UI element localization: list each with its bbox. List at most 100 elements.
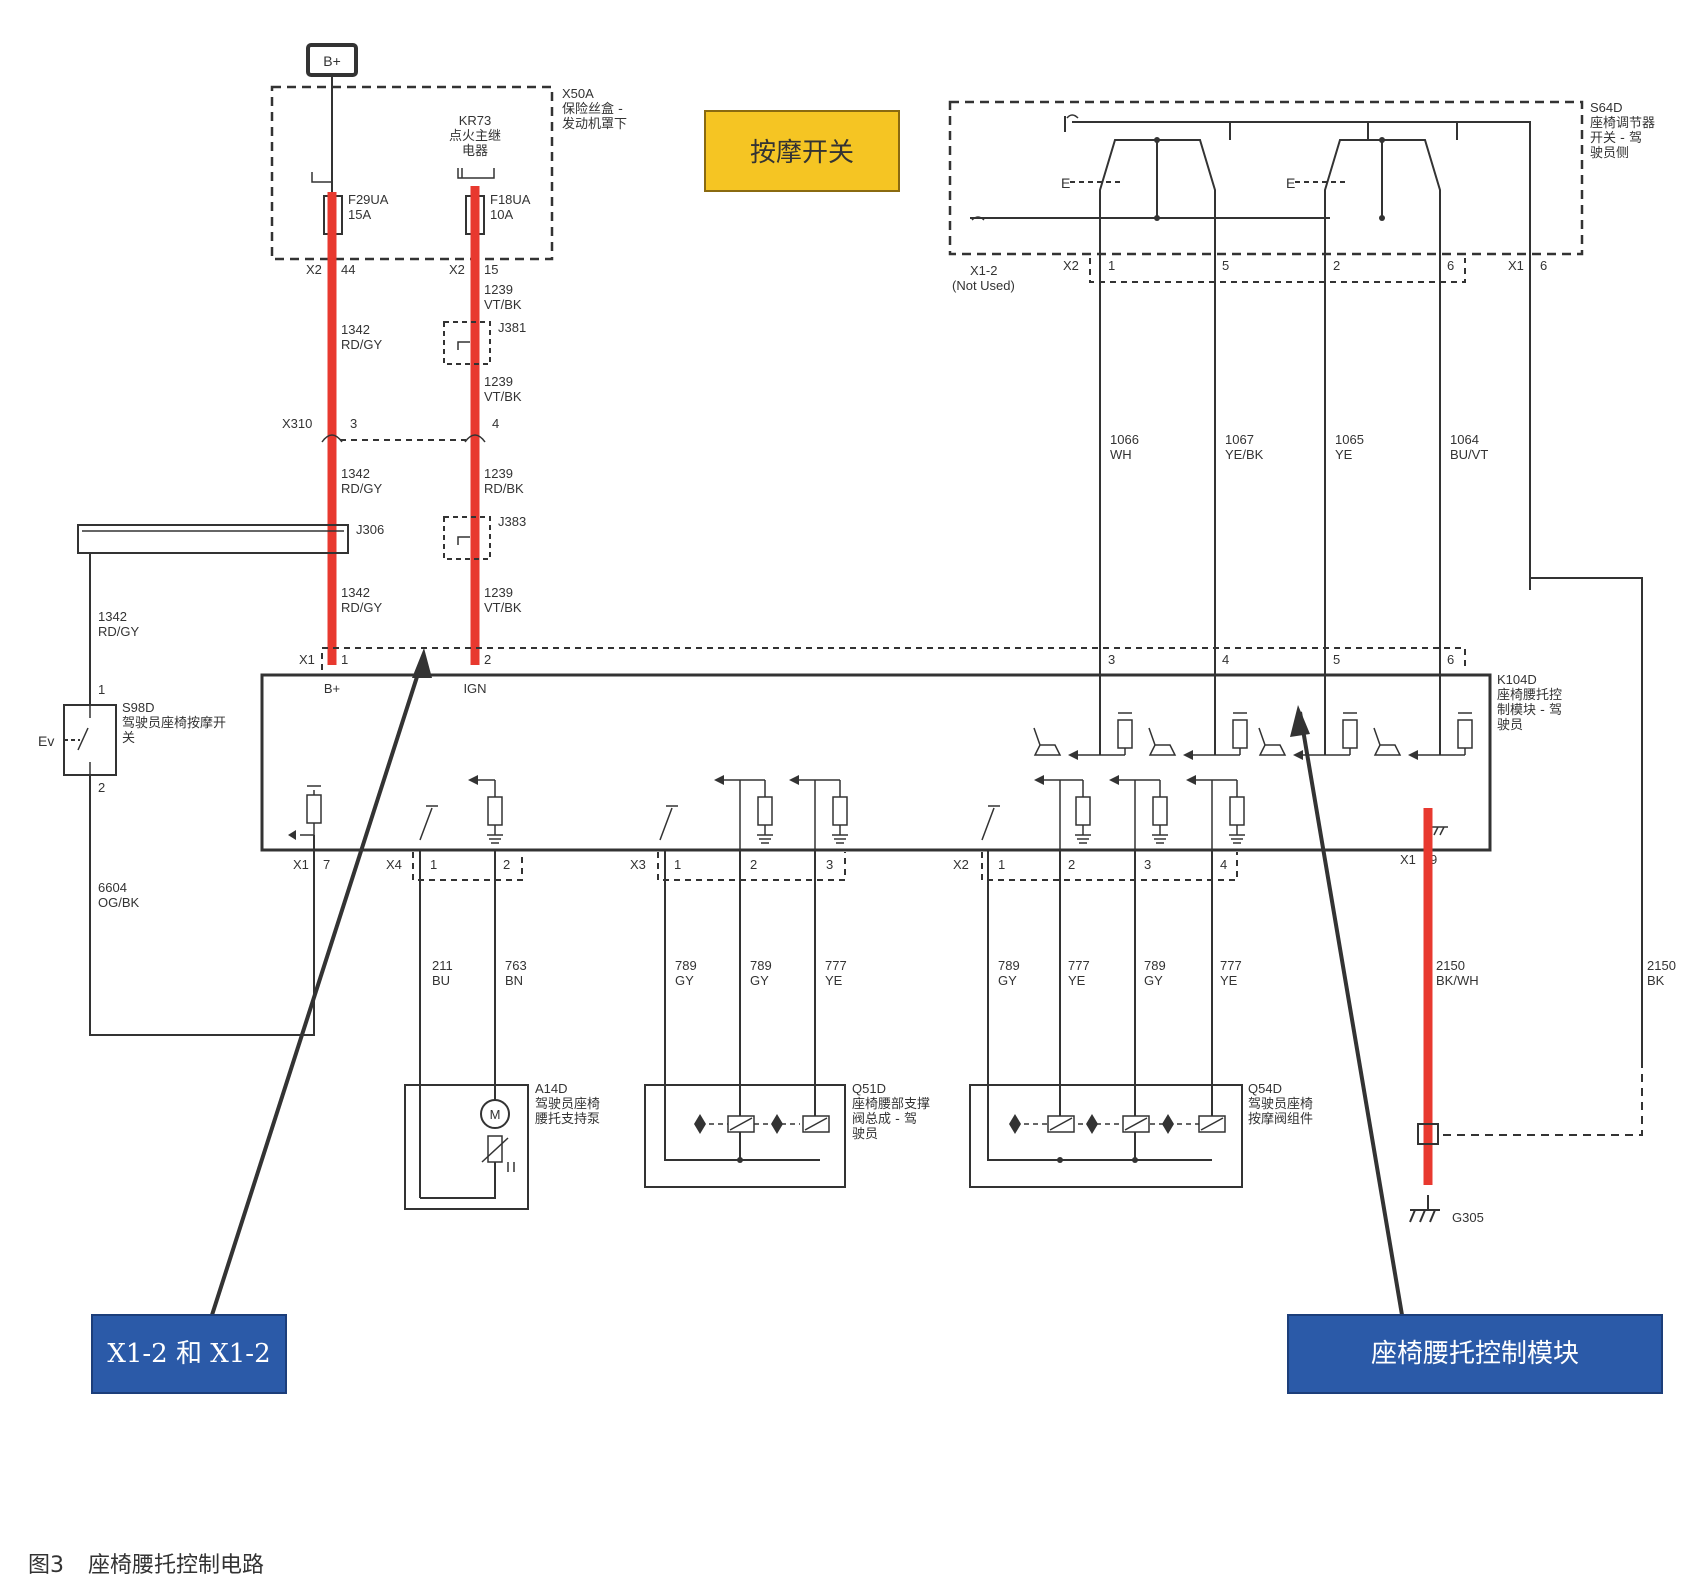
massage-valve-assembly: Q54D 驾驶员座椅 按摩阀组件 [969, 1081, 1313, 1188]
conn-x4: X4 [386, 857, 402, 872]
wire-1239b-color: VT/BK [484, 389, 522, 404]
lumbar-pump: M A14D 驾驶员座椅 腰托支持泵 [404, 1081, 600, 1210]
wire-789d-color: GY [1144, 973, 1163, 988]
wire-789a-color: GY [675, 973, 694, 988]
figure-caption: 图3 座椅腰托控制电路 [28, 1553, 264, 1578]
conn-x310: X310 [282, 416, 312, 431]
wire-777a-color: YE [825, 973, 843, 988]
wire-1239c-num: 1239 [484, 466, 513, 481]
wire-1066-num: 1066 [1110, 432, 1139, 447]
wire-1342a-num: 1342 [341, 322, 370, 337]
wire-1342b-num: 1342 [341, 466, 370, 481]
power-label: B+ [323, 53, 341, 69]
pin-x2b-4: 4 [1220, 857, 1227, 872]
pin-x1-4: 4 [1222, 652, 1229, 667]
wire-1239a-num: 1239 [484, 282, 513, 297]
conn-x1-9: X1 [1400, 852, 1416, 867]
wire-763-color: BN [505, 973, 523, 988]
wire-789c-color: GY [998, 973, 1017, 988]
seat-switch-id: S64D [1590, 100, 1623, 115]
pin-x2b-3: 3 [1144, 857, 1151, 872]
pin-x3-3: 3 [826, 857, 833, 872]
massage-switch: Ev 1 2 S98D 驾驶员座椅按摩开 关 [38, 553, 315, 1036]
wire-1239b-num: 1239 [484, 374, 513, 389]
fuse-f29ua-id: F29UA [348, 192, 389, 207]
valve2-name-2: 按摩阀组件 [1248, 1111, 1313, 1127]
module-id: K104D [1497, 672, 1537, 687]
relay-name: 点火主继 [449, 129, 501, 144]
callout-arrow-right [1298, 711, 1404, 1316]
seat-switch-name-3: 驶员侧 [1590, 146, 1629, 161]
valve2-name: 驾驶员座椅 [1248, 1097, 1313, 1112]
wire-777c-color: YE [1220, 973, 1238, 988]
fusebox-name: 保险丝盒 - [562, 101, 623, 117]
valve1-name-3: 驶员 [852, 1127, 878, 1142]
conn-not-used: (Not Used) [952, 278, 1015, 293]
wire-789b-color: GY [750, 973, 769, 988]
wire-2150b-num: 2150 [1647, 958, 1676, 973]
module-pin-ign: IGN [463, 681, 486, 696]
conn-x2-15: X2 [449, 262, 465, 277]
conn-sw-x1: X1 [1508, 258, 1524, 273]
conn-sw-x2: X2 [1063, 258, 1079, 273]
wire-6604-color: OG/BK [98, 895, 140, 910]
wire-1067-num: 1067 [1225, 432, 1254, 447]
fuse-f18ua-id: F18UA [490, 192, 531, 207]
wire-211-num: 211 [432, 958, 453, 973]
pin-x1-7: 7 [323, 857, 330, 872]
wire-789d-num: 789 [1144, 958, 1166, 973]
wire-789b-num: 789 [750, 958, 772, 973]
seat-switch-name-2: 开关 - 驾 [1590, 131, 1642, 146]
lumbar-valve-assembly: Q51D 座椅腰部支撑 阀总成 - 驾 驶员 [644, 1081, 930, 1188]
wire-2150a-num: 2150 [1436, 958, 1465, 973]
wire-1342d-num: 1342 [98, 609, 127, 624]
pin-x1-3: 3 [1108, 652, 1115, 667]
caption-text: 座椅腰托控制电路 [88, 1553, 264, 1578]
wire-1342c-num: 1342 [341, 585, 370, 600]
wire-1239a-color: VT/BK [484, 297, 522, 312]
module-name-2: 制模块 - 驾 [1497, 703, 1562, 718]
pin-x3-2: 2 [750, 857, 757, 872]
pin-15: 15 [484, 262, 498, 277]
pin-x1-6: 6 [1447, 652, 1454, 667]
wire-211-color: BU [432, 973, 450, 988]
svg-text:E: E [1286, 175, 1295, 191]
wire-2150b-color: BK [1647, 973, 1665, 988]
massage-switch-id: S98D [122, 700, 155, 715]
fusebox: X50A 保险丝盒 - 发动机罩下 KR73 点火主继 电器 F29UA 15A… [270, 85, 627, 261]
wire-789a-num: 789 [675, 958, 697, 973]
wire-2150a-color: BK/WH [1436, 973, 1479, 988]
pin-x310-4: 4 [492, 416, 499, 431]
pump-name-2: 腰托支持泵 [535, 1112, 600, 1127]
wire-1065-num: 1065 [1335, 432, 1364, 447]
massage-switch-pin2: 2 [98, 780, 105, 795]
wire-1064-color: BU/VT [1450, 447, 1488, 462]
svg-text:E: E [1061, 175, 1070, 191]
wire-763-num: 763 [505, 958, 527, 973]
pump-name: 驾驶员座椅 [535, 1097, 600, 1112]
fusebox-name-2: 发动机罩下 [562, 116, 627, 132]
massage-switch-name: 驾驶员座椅按摩开 [122, 715, 226, 731]
wire-789c-num: 789 [998, 958, 1020, 973]
ground-id: G305 [1452, 1210, 1484, 1225]
callout-arrow-left [210, 654, 426, 1316]
massage-switch-name-2: 关 [122, 731, 135, 746]
massage-switch-symbol: Ev [38, 733, 54, 749]
wire-6604-num: 6604 [98, 880, 127, 895]
pin-x4-1: 1 [430, 857, 437, 872]
title-box-text: 按摩开关 [750, 138, 854, 168]
pin-x310-3: 3 [350, 416, 357, 431]
pin-x2b-1: 1 [998, 857, 1005, 872]
lumbar-control-module: B+ IGN K104D 座椅腰托控 制模块 - 驾 驶员 [260, 672, 1562, 852]
callout-module-text: 座椅腰托控制模块 [1371, 1339, 1579, 1369]
pin-x1-5: 5 [1333, 652, 1340, 667]
caption-fig: 图3 [28, 1553, 64, 1578]
wire-777b-color: YE [1068, 973, 1086, 988]
wire-1064-num: 1064 [1450, 432, 1479, 447]
valve1-name: 座椅腰部支撑 [852, 1097, 930, 1112]
fuse-f18ua-rating: 10A [490, 207, 513, 222]
wire-1239c-color: RD/BK [484, 481, 524, 496]
wire-777c-num: 777 [1220, 958, 1242, 973]
wire-1239d-color: VT/BK [484, 600, 522, 615]
wire-777b-num: 777 [1068, 958, 1090, 973]
